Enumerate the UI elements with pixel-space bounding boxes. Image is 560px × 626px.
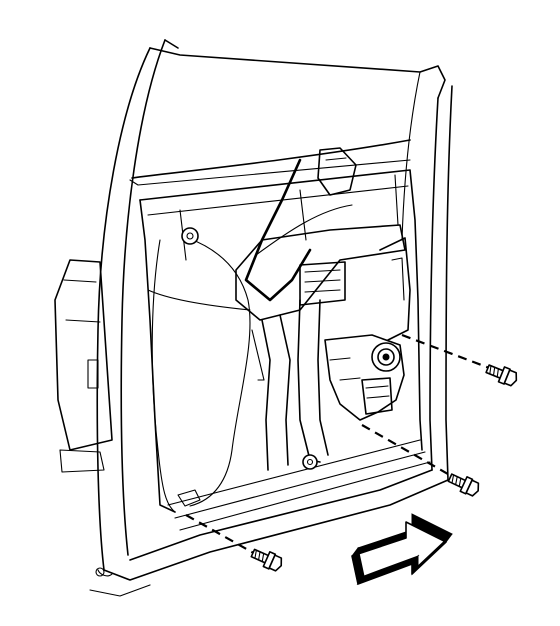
door-outer-frame <box>89 39 453 597</box>
bolt-lower-right <box>447 473 480 497</box>
cable-pulley-lower <box>302 454 318 470</box>
direction-arrow <box>351 513 453 586</box>
regulator-cable <box>147 204 353 513</box>
cable-pulley-upper <box>181 227 199 245</box>
bolt-lower-left <box>250 548 283 572</box>
bolt-upper-right <box>485 364 518 387</box>
hinge-side-panel <box>54 259 113 577</box>
window-regulator <box>235 147 411 471</box>
regulator-motor <box>324 334 405 421</box>
